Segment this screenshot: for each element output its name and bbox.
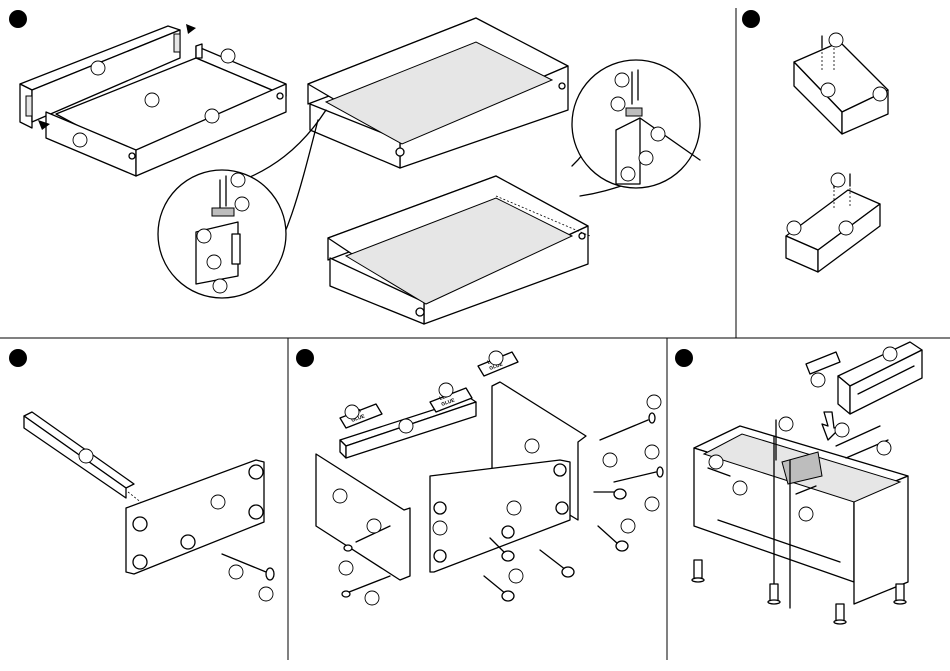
detail-zoom-right (572, 60, 700, 196)
drawer-front-view (328, 176, 590, 324)
cam-lock-icon (181, 535, 195, 549)
cam-lock-icon (559, 83, 565, 89)
arrow-icon (186, 24, 196, 34)
cam-lock-icon (249, 505, 263, 519)
step-marker-1 (9, 10, 27, 28)
screw-icon (344, 576, 390, 594)
step-marker-3 (9, 349, 27, 367)
cam-lock-icon (133, 517, 147, 531)
cam-lock-icon (434, 550, 446, 562)
cam-lock-icon (434, 502, 446, 514)
leg-icon (692, 560, 704, 582)
drawer-runner-icon (626, 108, 642, 116)
cam-lock-icon (133, 555, 147, 569)
drawer-runner-icon (26, 96, 32, 116)
cam-lock-icon (396, 148, 404, 156)
leg-icon (834, 604, 846, 624)
step-marker-5 (675, 349, 693, 367)
cam-lock-icon (554, 464, 566, 476)
cam-lock-icon (502, 526, 514, 538)
glue-bottle-icon: LEIM GLUE (478, 351, 518, 376)
leg-icon (768, 584, 780, 604)
screw-icon (600, 420, 648, 440)
drawer-assembled-view (308, 18, 568, 168)
cam-lock-icon (556, 502, 568, 514)
cam-lock-icon (277, 93, 283, 99)
cam-bolt-icon (594, 489, 626, 499)
slide-block-top (794, 33, 888, 134)
cam-lock-icon (249, 465, 263, 479)
cam-lock-icon (579, 233, 585, 239)
rail-to-side-view (24, 412, 274, 601)
cam-lock-icon (416, 308, 424, 316)
drawer-runner-icon (212, 208, 234, 216)
frame-and-legs-view (692, 342, 922, 624)
glue-bottle-icon: LEIM GLUE (340, 404, 382, 428)
drawer-exploded-view (20, 24, 286, 176)
screw-icon (614, 472, 656, 482)
step-marker-2 (742, 10, 760, 28)
cam-lock-icon (129, 153, 135, 159)
drawer-runner-icon (174, 34, 180, 52)
carcass-assembly-view: LEIM GLUE LEIM GLUE LEIM GLUE (316, 351, 663, 605)
cam-bolt-icon (540, 550, 574, 577)
cam-bolt-icon (484, 576, 514, 601)
screw-icon (222, 554, 266, 572)
leg-icon (894, 584, 906, 604)
slide-block-bottom (786, 173, 880, 272)
step-marker-4 (296, 349, 314, 367)
